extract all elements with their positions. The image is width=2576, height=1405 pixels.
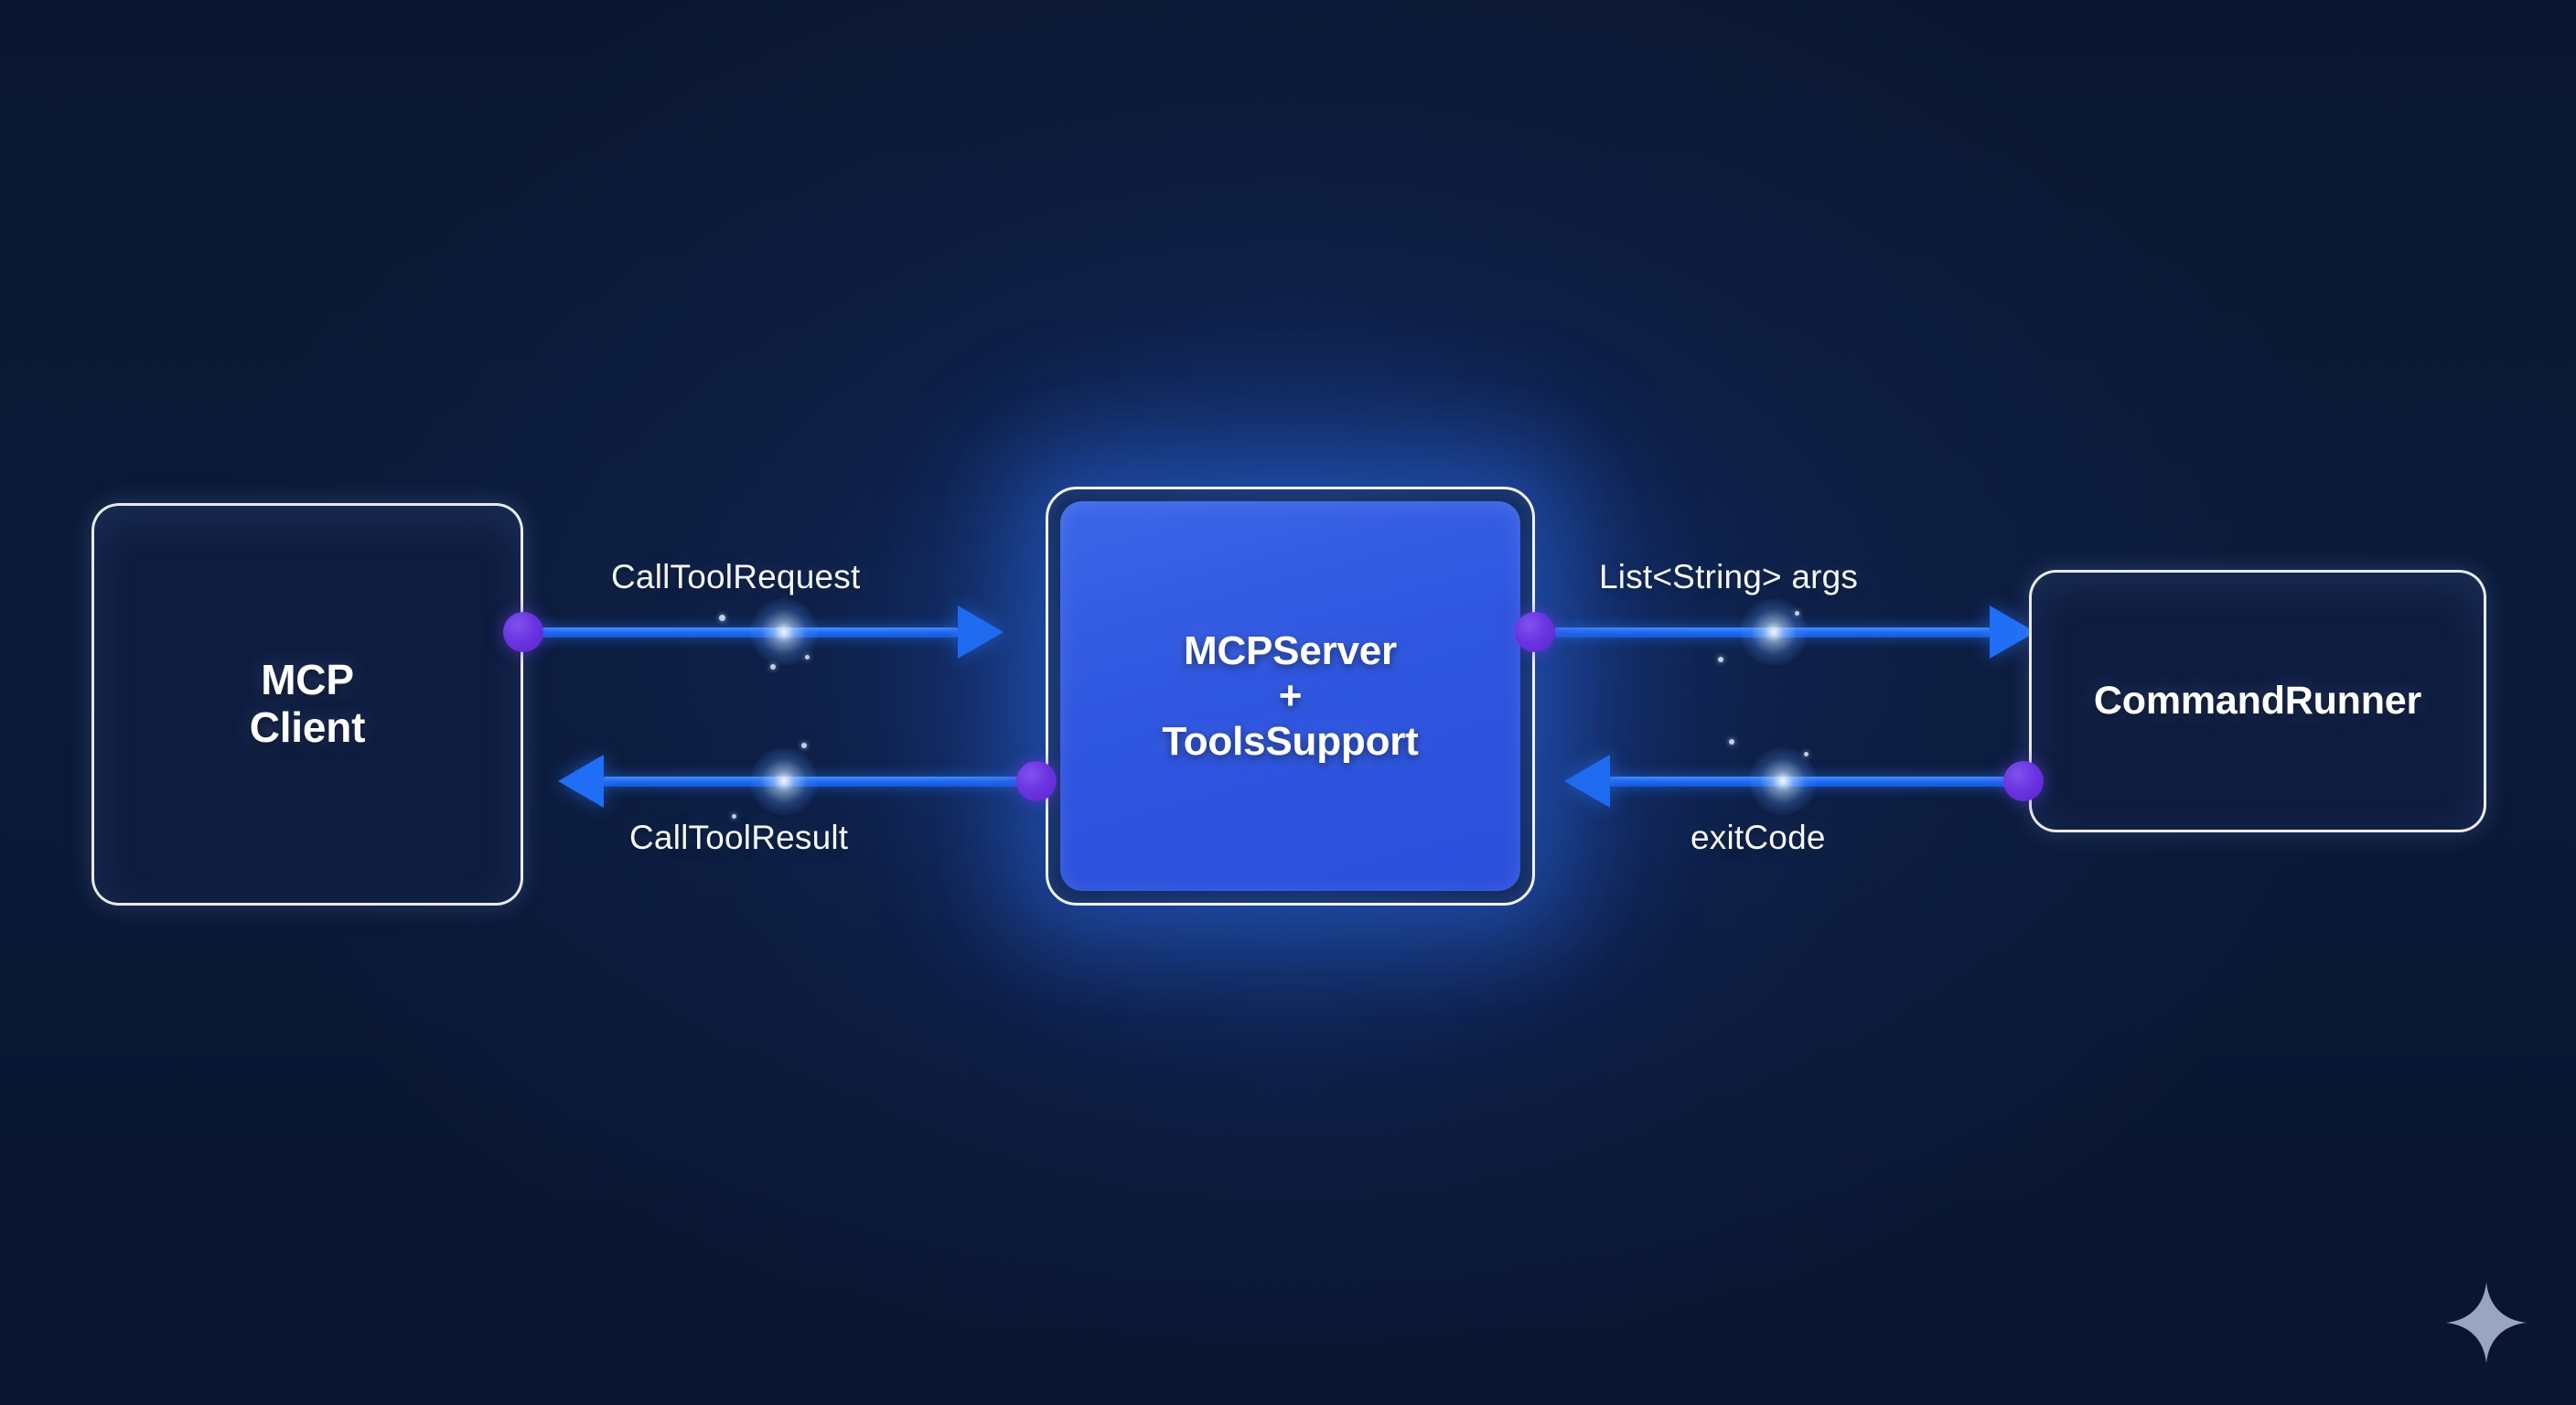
node-command-runner[interactable]: CommandRunner <box>2029 570 2486 832</box>
edge-particle <box>1729 739 1734 745</box>
arrow-head-client-to-server <box>958 606 1004 659</box>
edge-label-server-to-runner: List<String> args <box>1599 558 1859 595</box>
edge-endpoint-server-to-runner <box>1515 612 1555 652</box>
edge-particle <box>732 814 736 819</box>
edge-particle <box>801 743 807 748</box>
node-command-runner-label: CommandRunner <box>2093 679 2422 724</box>
edge-particle <box>770 664 776 670</box>
edge-endpoint-server-to-client <box>1016 761 1057 801</box>
edge-particle <box>719 615 725 621</box>
edge-particle <box>1804 752 1809 756</box>
edge-line-server-to-runner <box>1555 627 1990 638</box>
edge-endpoint-client-to-server <box>503 612 543 652</box>
node-mcp-server[interactable]: MCPServer + ToolsSupport <box>1046 487 1535 906</box>
edge-particle <box>1795 611 1799 616</box>
node-mcp-client[interactable]: MCP Client <box>91 503 523 906</box>
node-mcp-server-fill <box>1060 501 1520 891</box>
edge-particle <box>805 655 810 660</box>
node-mcp-client-label: MCP Client <box>249 656 366 751</box>
edge-label-runner-to-server: exitCode <box>1690 819 1826 856</box>
edge-line-client-to-server <box>523 627 958 638</box>
arrow-head-runner-to-server <box>1564 755 1610 808</box>
edge-particle <box>1718 657 1723 662</box>
edge-label-client-to-server: CallToolRequest <box>611 558 861 595</box>
edge-line-server-to-client <box>604 777 1017 787</box>
arrow-head-server-to-client <box>558 755 604 808</box>
edge-line-runner-to-server <box>1610 777 2023 787</box>
edge-endpoint-runner-to-server <box>2003 761 2044 801</box>
node-mcp-server-label: MCPServer + ToolsSupport <box>1162 628 1419 764</box>
edge-label-server-to-client: CallToolResult <box>629 819 849 856</box>
sparkle-icon <box>2445 1282 2528 1364</box>
arrow-head-server-to-runner <box>1990 606 2035 659</box>
